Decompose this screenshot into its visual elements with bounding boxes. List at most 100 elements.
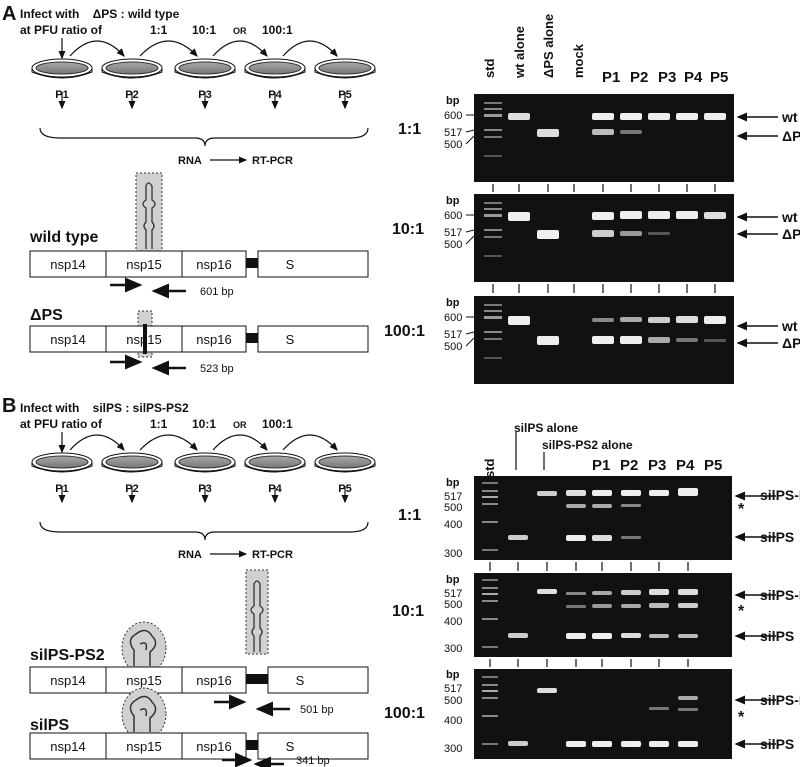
- culture-dish-icon: [31, 58, 93, 79]
- panel-b-ratio-2: 10:1: [192, 417, 216, 431]
- gel-a3-bp: bp: [446, 297, 460, 309]
- gel-b1-517: 517: [444, 491, 462, 503]
- wt-ps-hairpin: [142, 182, 156, 249]
- silps-nsp14-label: nsp14: [50, 739, 85, 754]
- b-lane-p2: P2: [620, 457, 638, 474]
- dps-nsp16-label: nsp16: [196, 332, 231, 347]
- dps-gene-s: [257, 325, 369, 353]
- silps-s-label: S: [286, 739, 295, 754]
- b-lane-silps-alone: silPS alone: [514, 421, 578, 435]
- lane-p3: P3: [658, 69, 676, 86]
- lane-mock: mock: [571, 43, 586, 78]
- panel-a-ratio-2: 10:1: [192, 23, 216, 37]
- culture-dish-icon: [174, 452, 236, 473]
- gel-a1-517: 517: [444, 127, 462, 139]
- panel-b-p1: P1: [55, 483, 68, 495]
- silps-label: silPS: [30, 717, 69, 734]
- gel-b3-500: 500: [444, 695, 462, 707]
- gel-b1-400: 400: [444, 519, 462, 531]
- dps-label: ΔPS: [30, 307, 63, 324]
- wt-junction: [246, 258, 258, 268]
- gel-b3-ratio: 100:1: [384, 705, 425, 722]
- gel-b3-silps-label: silPS: [760, 736, 794, 752]
- silps-gene-s: [257, 732, 369, 760]
- culture-dish-icon: [314, 452, 376, 473]
- lane-std: std: [482, 58, 497, 78]
- gel-b3-ps2-label: silPS-PS2: [760, 692, 800, 708]
- panel-b-rna: RNA: [178, 549, 202, 561]
- wildtype-label: wild type: [29, 229, 99, 246]
- gel-a2-dps-label: ΔPS: [782, 226, 800, 242]
- panel-a-ratio-or: OR: [233, 26, 247, 36]
- lane-wt-alone: wt alone: [512, 26, 527, 79]
- gel-a3-wt-label: wt: [781, 318, 798, 334]
- gel-b2-ratio: 10:1: [392, 603, 424, 620]
- ps2-nsp14-label: nsp14: [50, 673, 85, 688]
- panel-a-p5: P5: [338, 89, 351, 101]
- wt-ps-box: [135, 172, 163, 252]
- silps-ps2-label: silPS-PS2: [30, 647, 105, 664]
- gel-a2-517: 517: [444, 227, 462, 239]
- b-lane-p1: P1: [592, 457, 610, 474]
- gel-b1-silps-label: silPS: [760, 529, 794, 545]
- ps2-junction: [246, 674, 268, 684]
- panel-a-gel-100to1: 100:1 bp 600 517 500 wt ΔPS: [384, 296, 800, 384]
- gel-b1-star: *: [738, 501, 745, 518]
- gel-b2-300: 300: [444, 643, 462, 655]
- wt-gene-nsp16: [181, 250, 247, 278]
- transfer-arrow: [139, 434, 198, 451]
- panel-b-ratio-or: OR: [233, 420, 247, 430]
- dps-junction: [246, 333, 258, 343]
- panel-b-letter: B: [2, 395, 16, 417]
- wt-product-size: 601 bp: [200, 286, 234, 298]
- wt-nsp16-label: nsp16: [196, 257, 231, 272]
- gel-b2-ps2-label: silPS-PS2: [760, 587, 800, 603]
- panel-a-gel-1to1: 1:1 bp 600 517 500 wt ΔPS: [398, 94, 800, 182]
- transfer-arrow: [212, 434, 268, 451]
- lane-p4: P4: [684, 69, 703, 86]
- silps-gene-nsp14: [29, 732, 107, 760]
- panel-b-p2: P2: [125, 483, 138, 495]
- dps-gene-nsp14: [29, 325, 107, 353]
- gel-a3-dps-label: ΔPS: [782, 335, 800, 351]
- panel-a-lane-labels: std wt alone ΔPS alone mock P1 P2 P3 P4 …: [482, 14, 728, 86]
- dps-nsp14-label: nsp14: [50, 332, 85, 347]
- gel-a3-500: 500: [444, 341, 462, 353]
- b-lane-ps2-alone: silPS-PS2 alone: [542, 438, 633, 452]
- lane-p1: P1: [602, 69, 620, 86]
- gel-b3-400: 400: [444, 715, 462, 727]
- panel-b-gel-1to1: 1:1 bp 517 500 400 300 silPS-PS2 * silPS: [398, 476, 800, 560]
- panel-a-gel-10to1: 10:1 bp 600 517 500 wt ΔPS: [392, 194, 800, 282]
- transfer-arrow: [282, 40, 338, 57]
- transfer-arrow: [139, 40, 198, 57]
- silps-product-size: 341 bp: [296, 755, 330, 767]
- wt-s-label: S: [286, 257, 295, 272]
- panel-b-lane-ticks: [489, 562, 689, 667]
- silps-nsp15-label: nsp15: [126, 739, 161, 754]
- dps-gene-nsp16: [181, 325, 247, 353]
- transfer-arrow: [212, 40, 268, 57]
- gel-b2-bp: bp: [446, 574, 460, 586]
- ps2-hairpin-box: [245, 569, 269, 655]
- wt-gene-nsp15: [105, 250, 183, 278]
- b-lane-p4: P4: [676, 457, 695, 474]
- transfer-arrow: [69, 40, 125, 57]
- culture-dish-icon: [101, 58, 163, 79]
- panel-b-gel-100to1: 100:1 bp 517 500 400 300 silPS-PS2 * sil…: [384, 669, 800, 759]
- gel-a2-bp: bp: [446, 195, 460, 207]
- transfer-arrow: [282, 434, 338, 451]
- gel-b2-silps-label: silPS: [760, 628, 794, 644]
- culture-dish-icon: [314, 58, 376, 79]
- gel-b3-bp: bp: [446, 669, 460, 681]
- dps-nsp15-label: nsp15: [126, 332, 161, 347]
- gel-a3-600: 600: [444, 312, 462, 324]
- culture-dish-icon: [244, 58, 306, 79]
- gel-b1-500: 500: [444, 502, 462, 514]
- panel-a-passage-labels: P1 P2 P3 P4 P5: [55, 89, 351, 101]
- lane-p2: P2: [630, 69, 648, 86]
- gel-b2-500: 500: [444, 599, 462, 611]
- gel-a1-ratio: 1:1: [398, 121, 421, 138]
- gel-a1-wt-label: wt: [781, 109, 798, 125]
- gel-b3-star: *: [738, 709, 745, 726]
- panel-b-p3: P3: [198, 483, 211, 495]
